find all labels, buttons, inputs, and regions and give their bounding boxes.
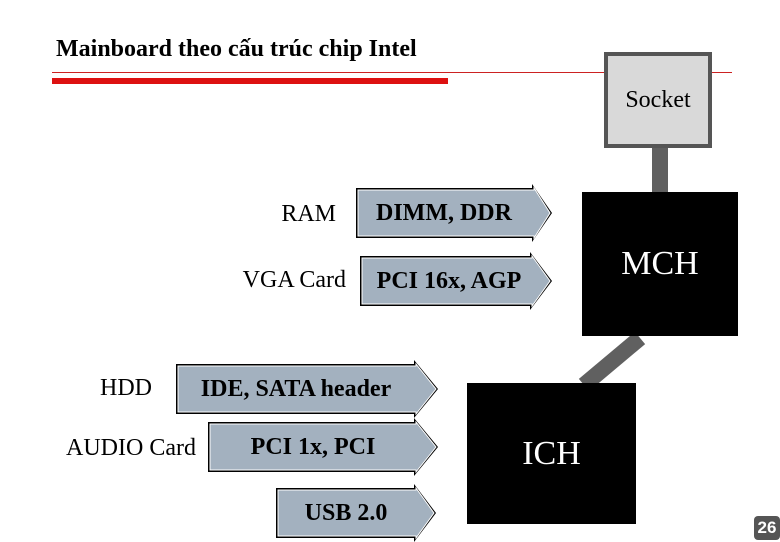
usb-interface-label: USB 2.0 [304, 499, 388, 526]
hdd-arrow [176, 360, 438, 418]
mch-label: MCH [621, 245, 699, 282]
ram-interface-label: DIMM, DDR [376, 199, 512, 226]
audio-arrow [208, 418, 438, 476]
mch-chip: MCH [582, 192, 738, 336]
audio-interface-label: PCI 1x, PCI [250, 433, 376, 460]
slide-title: Mainboard theo cấu trúc chip Intel [56, 36, 417, 62]
socket-box: Socket [604, 52, 712, 148]
hdd-label: HDD [100, 374, 152, 401]
mch-ich-connector [578, 331, 646, 392]
vga-label: VGA Card [242, 266, 346, 293]
vga-interface-label: PCI 16x, AGP [376, 267, 522, 294]
socket-mch-connector [652, 148, 668, 194]
ram-label: RAM [281, 200, 336, 227]
title-accent-bar [52, 78, 448, 84]
audio-label: AUDIO Card [66, 434, 196, 461]
ich-label: ICH [522, 434, 581, 472]
socket-label: Socket [625, 86, 691, 113]
usb-arrow [276, 484, 436, 542]
ram-arrow [356, 184, 552, 242]
vga-arrow [360, 252, 552, 310]
ich-chip: ICH [467, 383, 636, 524]
page-number-badge: 26 [754, 516, 780, 540]
hdd-interface-label: IDE, SATA header [200, 375, 392, 402]
title-underline [52, 72, 732, 73]
